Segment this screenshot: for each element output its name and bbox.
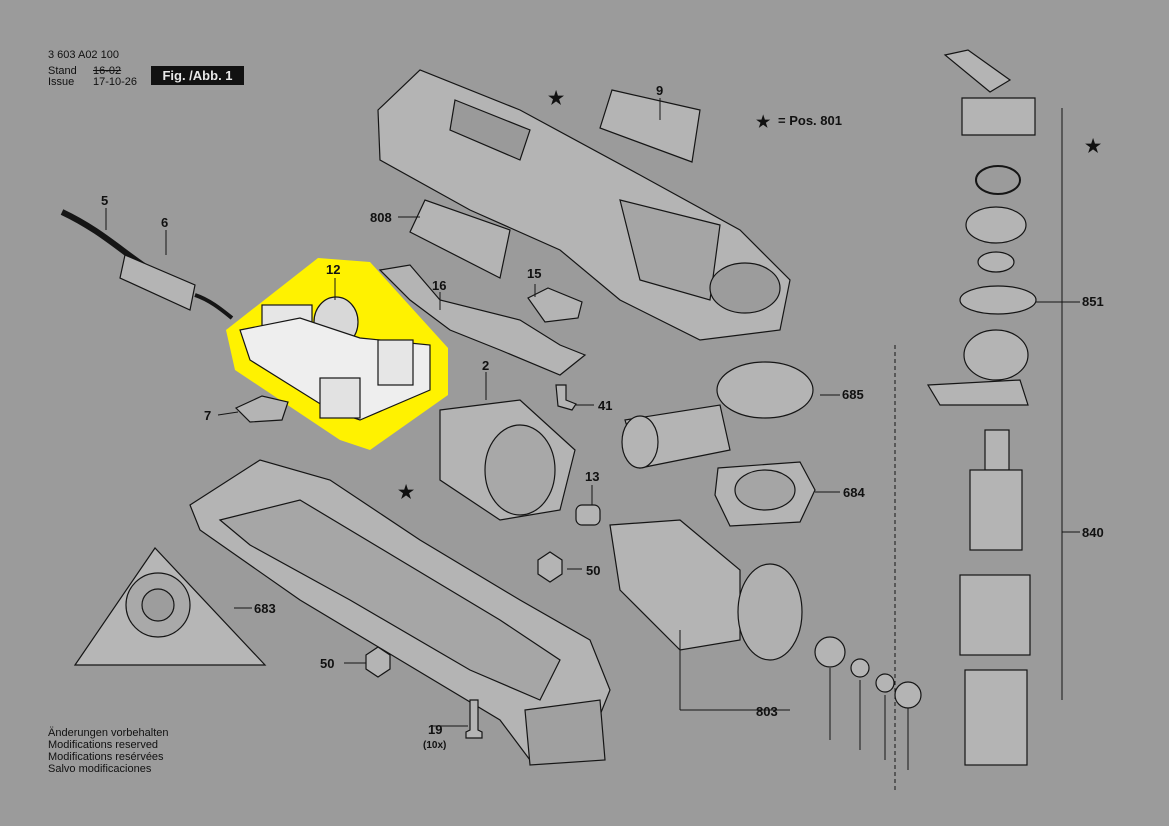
callout-2: 2 bbox=[482, 358, 490, 373]
callout-19-quantity: (10x) bbox=[423, 740, 447, 751]
callout-19: 19 bbox=[428, 722, 443, 737]
note-de: Änderungen vorbehalten bbox=[48, 727, 169, 739]
note-es: Salvo modificaciones bbox=[48, 763, 152, 775]
callout-16: 16 bbox=[432, 278, 447, 293]
callout-684: 684 bbox=[843, 485, 865, 500]
part-7-bracket[interactable] bbox=[234, 395, 289, 423]
issue-value: 17-10-26 bbox=[93, 76, 138, 88]
callout-50-lower: 50 bbox=[320, 656, 335, 671]
part-684-ring[interactable] bbox=[714, 461, 816, 527]
callout-5: 5 bbox=[101, 193, 109, 208]
part-16-lever[interactable] bbox=[378, 264, 587, 376]
housing-bottom[interactable] bbox=[189, 459, 611, 766]
callout-6: 6 bbox=[161, 215, 169, 230]
housing-top[interactable] bbox=[377, 69, 791, 341]
part-9-pad[interactable] bbox=[599, 89, 701, 163]
callout-808: 808 bbox=[370, 210, 392, 225]
star-icon-housing: ★ bbox=[548, 88, 565, 108]
legend-text: = Pos. 801 bbox=[778, 113, 842, 128]
figure-label: Fig. /Abb. 1 bbox=[151, 66, 244, 85]
modification-notes: Änderungen vorbehalten Modifications res… bbox=[48, 727, 168, 775]
part-2-stator[interactable] bbox=[439, 399, 576, 521]
note-fr: Modifications resérvées bbox=[48, 751, 164, 763]
part-50-nut-lower[interactable] bbox=[365, 646, 391, 678]
issue-label: Issue bbox=[48, 76, 75, 88]
part-12-switch[interactable] bbox=[239, 296, 431, 421]
note-en: Modifications reserved bbox=[48, 739, 159, 751]
part-808-pad[interactable] bbox=[409, 199, 511, 279]
part-685-dust-adapter[interactable] bbox=[621, 361, 814, 469]
callout-840: 840 bbox=[1082, 525, 1104, 540]
legend-star-icon: ★ bbox=[756, 114, 771, 131]
callout-851: 851 bbox=[1082, 294, 1104, 309]
stand-label: Stand bbox=[48, 65, 77, 77]
part-13-bearing[interactable] bbox=[575, 504, 601, 526]
callout-12: 12 bbox=[326, 262, 341, 277]
callout-13: 13 bbox=[585, 469, 600, 484]
callout-50-upper: 50 bbox=[586, 563, 601, 578]
callout-9: 9 bbox=[656, 83, 664, 98]
stand-value: 16-02 bbox=[93, 65, 122, 77]
part-15-slider[interactable] bbox=[527, 287, 583, 323]
callout-15: 15 bbox=[527, 266, 542, 281]
part-803-armature[interactable] bbox=[609, 519, 922, 709]
part-50-nut-upper[interactable] bbox=[537, 551, 563, 583]
callout-683: 683 bbox=[254, 601, 276, 616]
part-840-spindle-stack[interactable] bbox=[926, 49, 1036, 766]
star-icon-lower-housing: ★ bbox=[398, 482, 415, 502]
callout-41: 41 bbox=[598, 398, 613, 413]
callout-7: 7 bbox=[204, 408, 212, 423]
leader-lines bbox=[105, 98, 1080, 790]
part-851-washer[interactable] bbox=[959, 285, 1037, 315]
star-icon-stack: ★ bbox=[1085, 136, 1102, 156]
part-number: 3 603 A02 100 bbox=[48, 49, 119, 61]
part-19-screw[interactable] bbox=[465, 699, 483, 739]
callout-803: 803 bbox=[756, 704, 778, 719]
part-41-clip[interactable] bbox=[555, 384, 577, 411]
callout-685: 685 bbox=[842, 387, 864, 402]
part-6-grommet[interactable] bbox=[119, 254, 234, 320]
